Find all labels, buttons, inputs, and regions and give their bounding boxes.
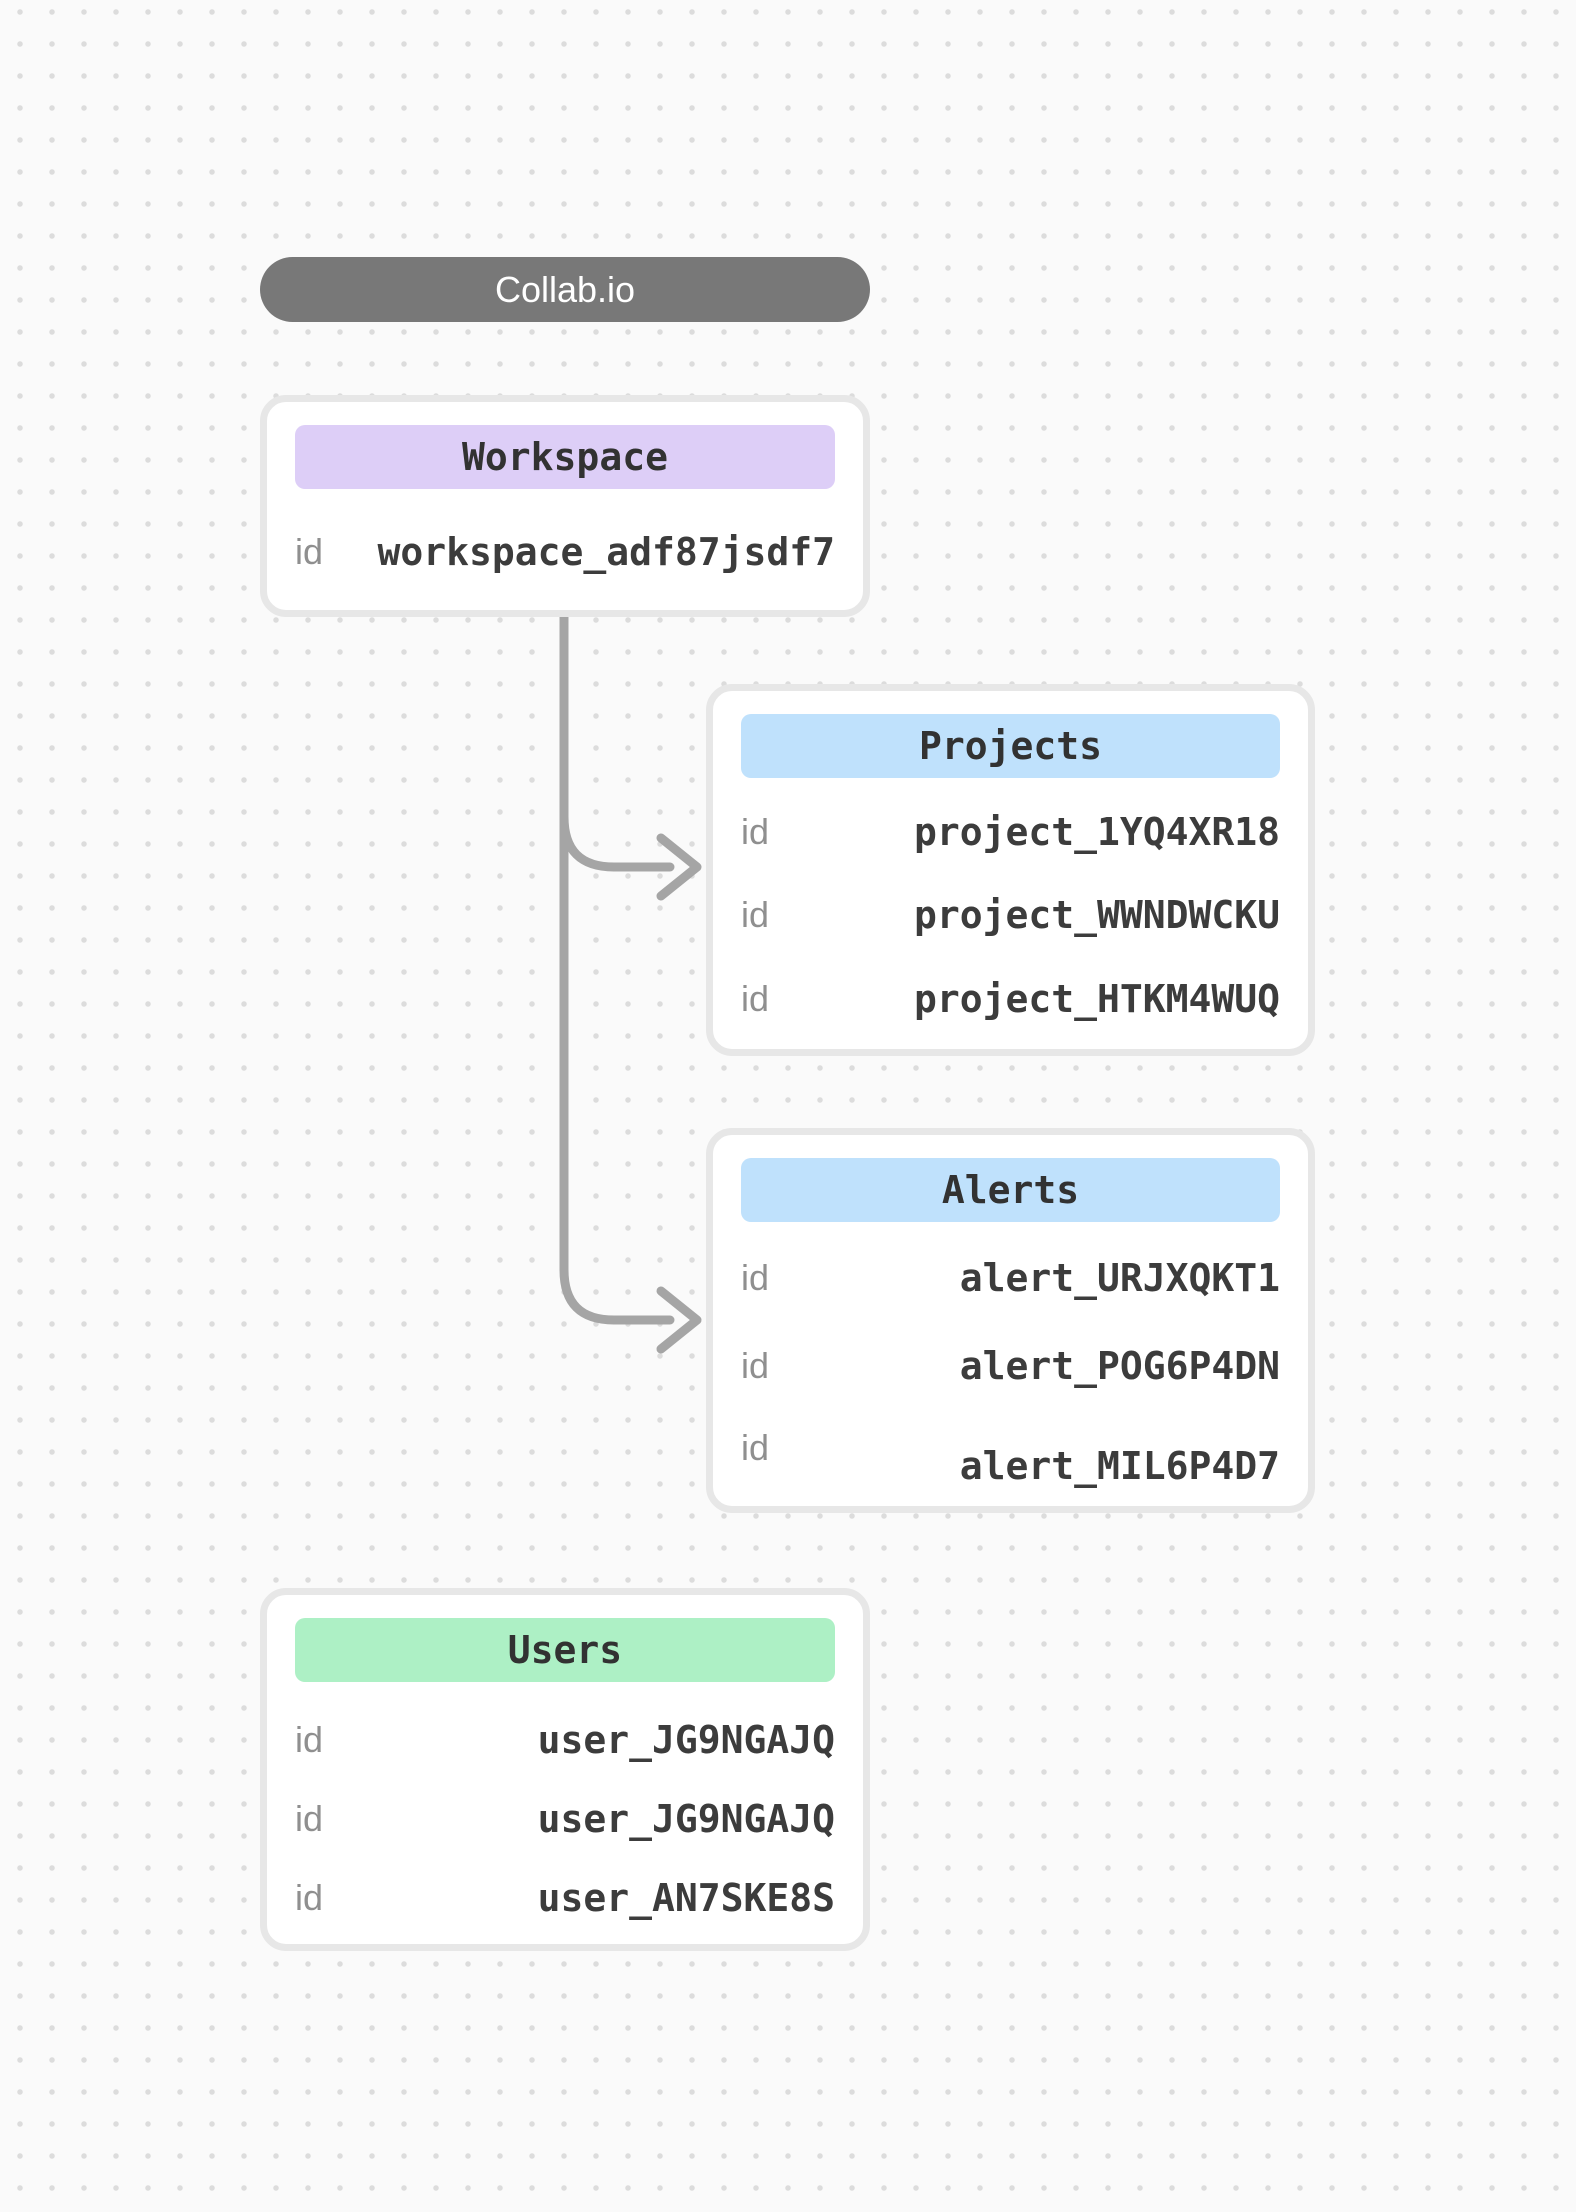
app-title: Collab.io [494, 268, 636, 310]
node-users-header: Users [295, 1618, 835, 1682]
node-workspace[interactable]: Workspace id workspace_adf87jsdf7 [260, 395, 870, 617]
row-value: user_AN7SKE8S [537, 1876, 835, 1921]
row-label: id [741, 810, 770, 852]
row-label: id [295, 530, 324, 572]
table-row: id project_WWNDWCKU [713, 896, 1308, 934]
app-title-pill[interactable]: Collab.io [260, 257, 870, 322]
row-value: alert_URJXQKT1 [959, 1256, 1280, 1300]
node-users[interactable]: Users id user_JG9NGAJQ id user_JG9NGAJQ … [260, 1588, 870, 1951]
table-row: id project_1YQ4XR18 [713, 813, 1308, 851]
table-row: id alert_POG6P4DN [713, 1347, 1308, 1385]
table-row: id user_JG9NGAJQ [267, 1721, 863, 1759]
node-workspace-header: Workspace [295, 425, 835, 489]
arrowhead-alerts [656, 1286, 702, 1354]
row-label: id [295, 1877, 324, 1919]
table-row: id workspace_adf87jsdf7 [267, 533, 863, 571]
node-projects[interactable]: Projects id project_1YQ4XR18 id project_… [706, 684, 1315, 1056]
table-row: id user_AN7SKE8S [267, 1879, 863, 1917]
node-workspace-body: id workspace_adf87jsdf7 [267, 489, 863, 610]
edge-workspace-alerts [559, 607, 675, 1325]
row-value: alert_POG6P4DN [959, 1344, 1280, 1388]
row-label: id [741, 978, 770, 1020]
node-users-body: id user_JG9NGAJQ id user_JG9NGAJQ id use… [267, 1682, 863, 1944]
node-alerts-body: id alert_URJXQKT1 id alert_POG6P4DN id a… [713, 1222, 1308, 1506]
row-value: alert_MIL6P4D7 [959, 1444, 1280, 1488]
row-label: id [741, 894, 770, 936]
row-value: project_1YQ4XR18 [913, 809, 1280, 854]
row-value: user_JG9NGAJQ [537, 1796, 835, 1841]
arrowhead-projects [656, 833, 702, 901]
edge-workspace-projects [559, 607, 675, 872]
node-users-title: Users [507, 1628, 623, 1672]
row-label: id [741, 1345, 770, 1386]
node-alerts[interactable]: Alerts id alert_URJXQKT1 id alert_POG6P4… [706, 1128, 1315, 1513]
node-projects-header: Projects [741, 714, 1280, 778]
node-alerts-title: Alerts [941, 1168, 1080, 1212]
node-workspace-title: Workspace [462, 435, 668, 479]
row-value: user_JG9NGAJQ [537, 1717, 835, 1762]
row-label: id [741, 1427, 770, 1468]
table-row: id user_JG9NGAJQ [267, 1800, 863, 1838]
table-row: id alert_URJXQKT1 [713, 1259, 1308, 1297]
table-row: id project_HTKM4WUQ [713, 980, 1308, 1018]
table-row: id alert_MIL6P4D7 [713, 1430, 1308, 1486]
node-projects-body: id project_1YQ4XR18 id project_WWNDWCKU … [713, 778, 1308, 1049]
row-value: project_WWNDWCKU [913, 893, 1280, 938]
row-value: workspace_adf87jsdf7 [377, 529, 835, 574]
row-value: project_HTKM4WUQ [913, 977, 1280, 1022]
row-label: id [295, 1797, 324, 1839]
row-label: id [741, 1257, 770, 1298]
node-alerts-header: Alerts [741, 1158, 1280, 1222]
node-projects-title: Projects [918, 724, 1103, 768]
row-label: id [295, 1718, 324, 1760]
